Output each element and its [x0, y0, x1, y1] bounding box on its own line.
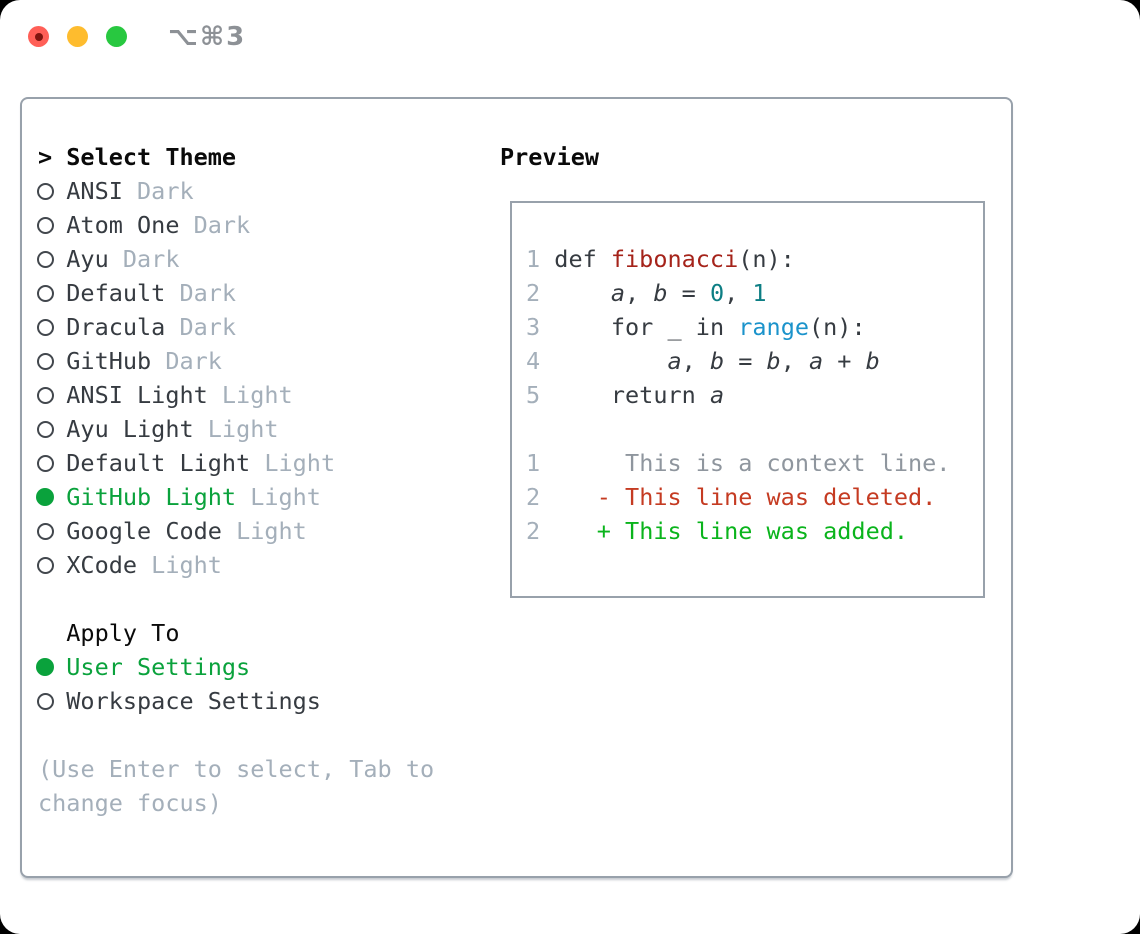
code-line: 2 - This line was deleted. [526, 483, 937, 511]
hint-text-line2: change focus) [38, 789, 222, 817]
radio-icon [37, 387, 54, 404]
theme-variant: Dark [122, 177, 194, 205]
theme-name: Atom One [66, 211, 180, 239]
code-line: 4 a, b = b, a + b [526, 347, 880, 375]
radio-icon [37, 353, 54, 370]
theme-option-xcode[interactable]: XCode Light [37, 548, 222, 582]
theme-option-default[interactable]: Default Dark [37, 276, 237, 310]
theme-name: ANSI [66, 177, 123, 205]
theme-variant: Dark [108, 245, 180, 273]
theme-variant: Dark [165, 313, 237, 341]
apply-to-title: Apply To [66, 619, 180, 647]
radio-icon [37, 285, 54, 302]
theme-variant: Light [207, 381, 293, 409]
radio-icon [37, 251, 54, 268]
theme-variant: Dark [179, 211, 251, 239]
code-line [526, 412, 950, 446]
apply-option-workspace-settings[interactable]: Workspace Settings [37, 684, 321, 718]
theme-option-ayu-light[interactable]: Ayu Light Light [37, 412, 279, 446]
theme-variant: Dark [165, 279, 237, 307]
theme-option-github[interactable]: GitHub Dark [37, 344, 222, 378]
theme-option-google-code[interactable]: Google Code Light [37, 514, 307, 548]
theme-name: Ayu [66, 245, 109, 273]
apply-option-label: Workspace Settings [66, 687, 321, 715]
radio-icon [37, 455, 54, 472]
radio-selected-icon [36, 488, 54, 506]
select-theme-header: > Select Theme [38, 140, 236, 174]
code-line: 2 a, b = 0, 1 [526, 279, 767, 307]
select-theme-title: Select Theme [66, 143, 237, 171]
theme-variant: Light [193, 415, 279, 443]
close-dot-icon [34, 32, 43, 41]
radio-icon [37, 557, 54, 574]
theme-option-ayu[interactable]: Ayu Dark [37, 242, 180, 276]
hint-text-line1: (Use Enter to select, Tab to [38, 755, 435, 783]
code-block: 1 def fibonacci(n): 2 a, b = 0, 1 3 for _ … [526, 242, 950, 548]
minimize-button[interactable] [67, 26, 88, 47]
zoom-button[interactable] [106, 26, 127, 47]
radio-icon [37, 421, 54, 438]
radio-icon [37, 693, 54, 710]
theme-name: Google Code [66, 517, 222, 545]
theme-name: ANSI Light [66, 381, 208, 409]
code-line: 2 + This line was added. [526, 517, 909, 545]
radio-selected-icon [36, 658, 54, 676]
preview-box [510, 201, 985, 598]
theme-name: GitHub Light [66, 483, 237, 511]
window-title: ⌥⌘3 [168, 22, 247, 52]
titlebar: ⌥⌘3 [0, 0, 1140, 74]
radio-icon [37, 217, 54, 234]
preview-title: Preview [500, 143, 600, 171]
code-line: 5 return a [526, 381, 725, 409]
theme-variant: Light [250, 449, 336, 477]
theme-variant: Light [137, 551, 222, 579]
theme-option-github-light[interactable]: GitHub Light Light [36, 480, 321, 514]
theme-name: Default [66, 279, 166, 307]
theme-name: Ayu Light [66, 415, 194, 443]
theme-variant: Light [221, 517, 307, 545]
theme-variant: Light [236, 483, 321, 511]
code-line: 1 def fibonacci(n): [526, 245, 795, 273]
theme-name: XCode [66, 551, 138, 579]
theme-variant: Dark [151, 347, 222, 375]
prompt-icon: > [38, 143, 53, 171]
theme-name: GitHub [66, 347, 152, 375]
theme-name: Default Light [66, 449, 251, 477]
radio-icon [37, 319, 54, 336]
traffic-lights [28, 26, 127, 47]
apply-to-header: Apply To [38, 616, 179, 650]
apply-option-user-settings[interactable]: User Settings [36, 650, 251, 684]
theme-option-dracula[interactable]: Dracula Dark [37, 310, 237, 344]
code-line: 1 This is a context line. [526, 449, 951, 477]
theme-option-ansi-light[interactable]: ANSI Light Light [37, 378, 293, 412]
close-button[interactable] [28, 26, 49, 47]
theme-name: Dracula [66, 313, 166, 341]
radio-icon [37, 183, 54, 200]
code-line: 3 for _ in range(n): [526, 313, 866, 341]
theme-option-default-light[interactable]: Default Light Light [37, 446, 336, 480]
theme-option-atom-one[interactable]: Atom One Dark [37, 208, 251, 242]
apply-option-label: User Settings [66, 653, 251, 681]
theme-option-ansi[interactable]: ANSI Dark [37, 174, 194, 208]
radio-icon [37, 523, 54, 540]
